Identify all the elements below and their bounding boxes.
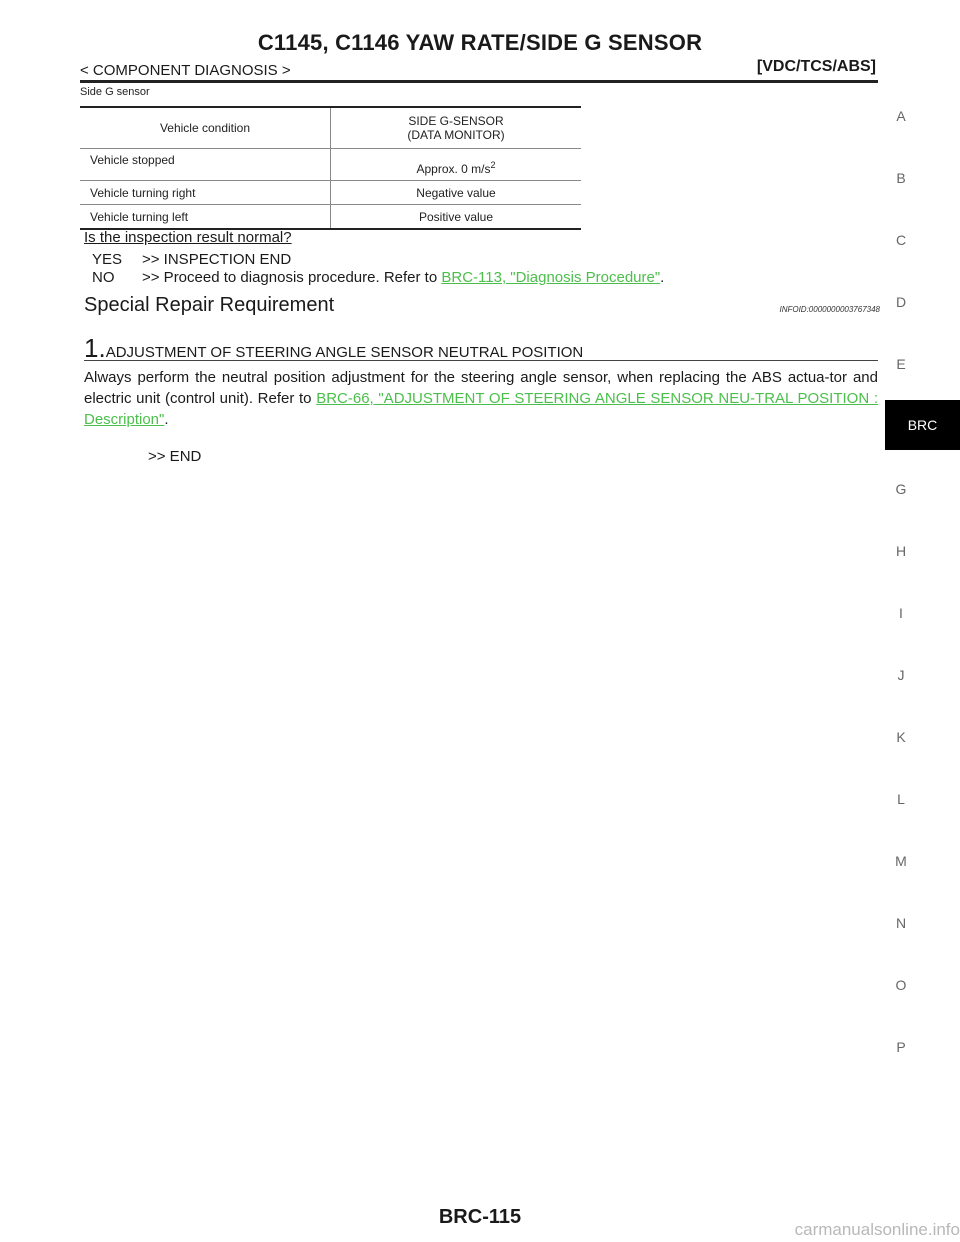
index-letter[interactable]: D: [895, 294, 907, 310]
answer-no: NO >> Proceed to diagnosis procedure. Ref…: [92, 269, 664, 286]
step-paragraph: Always perform the neutral position adju…: [84, 367, 878, 430]
table-cell-value: Positive value: [330, 204, 581, 230]
answer-yes-text: >> INSPECTION END: [142, 251, 292, 268]
table-row: Vehicle turning left Positive value: [80, 204, 581, 230]
superscript: 2: [490, 160, 496, 170]
table-header-row: Vehicle condition SIDE G-SENSOR (DATA MO…: [80, 107, 581, 149]
page-number: BRC-115: [438, 1206, 522, 1228]
tab-brc[interactable]: BRC: [885, 400, 960, 450]
answer-yes: YES >> INSPECTION END: [92, 251, 291, 268]
table-row: Vehicle stopped Approx. 0 m/s2: [80, 148, 581, 181]
end-marker: >> END: [148, 448, 202, 465]
value-text: Approx. 0 m/s: [416, 162, 491, 176]
side-g-sensor-table: Vehicle condition SIDE G-SENSOR (DATA MO…: [80, 106, 581, 230]
header-divider: [80, 80, 878, 83]
table-cell-condition: Vehicle stopped: [80, 148, 331, 181]
index-letter[interactable]: O: [895, 977, 907, 993]
page-title: C1145, C1146 YAW RATE/SIDE G SENSOR: [257, 30, 703, 55]
answer-no-key: NO: [92, 269, 115, 286]
paragraph-end: .: [164, 411, 169, 428]
column-header-side-g: SIDE G-SENSOR (DATA MONITOR): [330, 107, 581, 149]
column-header-line2: (DATA MONITOR): [407, 128, 505, 142]
section-heading: Special Repair Requirement: [84, 294, 335, 316]
index-letter[interactable]: I: [899, 605, 903, 621]
index-letter[interactable]: A: [896, 108, 906, 124]
step-title: ADJUSTMENT OF STEERING ANGLE SENSOR NEUT…: [105, 344, 584, 361]
column-header-condition: Vehicle condition: [80, 107, 331, 149]
step-divider: [84, 360, 878, 361]
answer-no-end: .: [660, 269, 665, 286]
index-letter[interactable]: M: [895, 853, 907, 869]
index-letter[interactable]: G: [895, 481, 907, 497]
column-header-line1: SIDE G-SENSOR: [408, 114, 504, 128]
table-cell-value: Approx. 0 m/s2: [330, 148, 581, 181]
index-letter[interactable]: B: [896, 170, 906, 186]
table-row: Vehicle turning right Negative value: [80, 180, 581, 205]
index-letter[interactable]: E: [896, 356, 906, 372]
paragraph-text: Always perform the neutral position adju…: [84, 369, 878, 407]
index-letter[interactable]: P: [896, 1039, 906, 1055]
index-letter[interactable]: L: [897, 791, 905, 807]
steering-adjustment-link[interactable]: BRC-66, "ADJUSTMENT OF STEERING ANGLE SE…: [84, 390, 878, 428]
answer-yes-key: YES: [92, 251, 123, 268]
subheading: Side G sensor: [80, 86, 150, 98]
table-cell-value: Negative value: [330, 180, 581, 205]
section-label: < COMPONENT DIAGNOSIS >: [80, 62, 291, 79]
table-cell-condition: Vehicle turning right: [80, 180, 331, 205]
info-id: INFOID:0000000003767348: [779, 305, 880, 314]
index-letter[interactable]: N: [895, 915, 907, 931]
table-cell-condition: Vehicle turning left: [80, 204, 331, 230]
watermark: carmanualsonline.info: [794, 1220, 960, 1239]
index-letter[interactable]: K: [896, 729, 906, 745]
step-number: 1.: [84, 333, 106, 363]
step-heading: 1.ADJUSTMENT OF STEERING ANGLE SENSOR NE…: [84, 333, 583, 364]
index-letter[interactable]: H: [895, 543, 907, 559]
diagnosis-procedure-link[interactable]: BRC-113, "Diagnosis Procedure": [441, 269, 661, 286]
system-label: [VDC/TCS/ABS]: [756, 58, 876, 75]
index-letter[interactable]: J: [897, 667, 905, 683]
index-letter[interactable]: C: [895, 232, 907, 248]
inspection-question: Is the inspection result normal?: [84, 229, 292, 246]
answer-no-text: >> Proceed to diagnosis procedure. Refer…: [142, 269, 442, 286]
